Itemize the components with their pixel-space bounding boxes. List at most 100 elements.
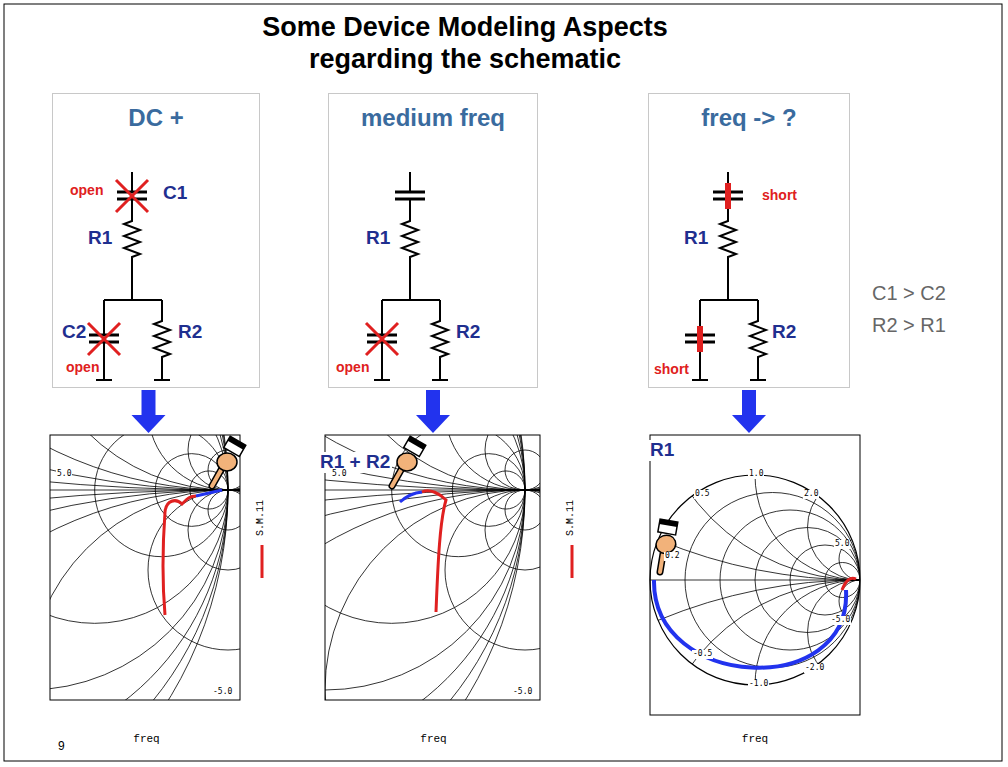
smith-grid	[208, 490, 240, 530]
pointing-hand	[212, 436, 246, 486]
smith-grid	[485, 435, 540, 490]
arrow-head	[732, 415, 766, 433]
flow-arrow	[132, 390, 166, 433]
smith-grid	[325, 490, 540, 700]
pointing-hand	[392, 436, 426, 486]
component-label: R1	[88, 228, 112, 249]
trace	[163, 496, 196, 615]
trace-name: S.M.11	[255, 500, 266, 536]
smith-grid	[50, 490, 240, 700]
chart-frame	[325, 435, 540, 700]
component-label: C2	[62, 322, 86, 343]
frequency-panel: DC +	[52, 93, 260, 388]
smith-grid	[445, 490, 540, 650]
chart-frame	[650, 435, 860, 715]
open-cross	[366, 323, 398, 355]
schematic	[367, 172, 448, 380]
arrow-head	[416, 415, 450, 433]
trace	[400, 492, 422, 502]
smith-grid	[325, 435, 525, 700]
arrow-shaft	[142, 390, 156, 415]
smith-grid	[325, 435, 525, 700]
smith-grid	[148, 490, 240, 650]
component-label: R1	[366, 228, 390, 249]
smith-scale-value: 1.0	[748, 470, 764, 479]
component-label: R2	[456, 322, 480, 343]
axis-label: freq	[325, 733, 542, 745]
smith-chart-box: freq	[325, 435, 542, 745]
smith-grid	[50, 435, 228, 700]
axis-label: freq	[648, 733, 862, 745]
schematic	[89, 172, 170, 380]
arrow-head	[132, 415, 166, 433]
smith-grid	[650, 160, 1008, 580]
slide-title: Some Device Modeling Aspects regarding t…	[235, 12, 695, 75]
smith-scale-value: -5.0	[512, 688, 533, 697]
smith-scale-value: 0.2	[664, 552, 680, 561]
axis-label: freq	[48, 733, 245, 745]
smith-grid	[325, 490, 540, 700]
smith-grid	[188, 490, 240, 570]
smith-grid	[650, 580, 1008, 767]
trace-name: S.M.11	[565, 500, 576, 536]
pointing-hand	[643, 514, 692, 572]
smith-grid	[505, 450, 540, 490]
component-label: R1 + R2	[318, 452, 392, 473]
frequency-panel: freq -> ?	[648, 93, 850, 388]
arrow-shaft	[426, 390, 440, 415]
smith-grid	[50, 435, 228, 700]
panel-heading: medium freq	[329, 94, 537, 132]
component-label: R2	[772, 322, 796, 343]
condition-note: C1 > C2	[872, 282, 946, 304]
smith-grid	[50, 490, 240, 700]
smith-grid	[50, 490, 240, 700]
schematic	[685, 172, 766, 380]
smith-grid	[650, 580, 860, 581]
smith-scale-value: -0.5	[692, 650, 713, 659]
smith-grid	[325, 490, 540, 700]
smith-scale-value: 5.0	[331, 470, 347, 479]
panel-heading: DC +	[53, 94, 259, 132]
smith-grid	[188, 435, 240, 490]
open-cross	[88, 180, 148, 355]
smith-grid	[50, 490, 228, 491]
smith-chart-box: freq	[48, 435, 245, 745]
smith-scale-value: -2.0	[804, 664, 825, 673]
trace	[842, 578, 856, 590]
state-note: open	[66, 360, 99, 375]
smith-scale-value: 2.0	[803, 490, 819, 499]
smith-grid	[485, 490, 540, 570]
state-note: open	[336, 360, 369, 375]
page-number: 9	[58, 740, 65, 753]
smith-grid	[325, 435, 525, 690]
smith-grid	[325, 435, 540, 490]
frequency-panel: medium freq	[328, 93, 538, 388]
component-label: R1	[648, 440, 676, 461]
smith-grid	[50, 435, 228, 690]
component-label: C1	[163, 183, 187, 204]
trace-legend-bar	[262, 545, 572, 578]
state-note: short	[762, 188, 797, 203]
smith-grid	[148, 435, 240, 490]
smith-grid	[445, 435, 540, 490]
state-note: short	[654, 362, 689, 377]
panel-heading: freq -> ?	[649, 94, 849, 132]
component-label: R1	[684, 228, 708, 249]
smith-scale-value: 5.0	[56, 470, 72, 479]
trace	[422, 491, 446, 612]
short-bar	[700, 183, 728, 352]
smith-grid	[50, 490, 240, 700]
smith-grid	[325, 435, 525, 700]
smith-chart-box: freq	[648, 435, 862, 745]
arrow-shaft	[742, 390, 756, 415]
flow-arrow	[732, 390, 766, 433]
smith-grid	[325, 435, 540, 490]
smith-scale-value: -5.0	[212, 688, 233, 697]
smith-grid	[505, 490, 540, 530]
smith-grid	[50, 435, 228, 700]
chart-frame	[50, 435, 240, 700]
condition-note: R2 > R1	[872, 314, 946, 336]
smith-grid	[50, 435, 228, 623]
trace	[196, 490, 222, 496]
